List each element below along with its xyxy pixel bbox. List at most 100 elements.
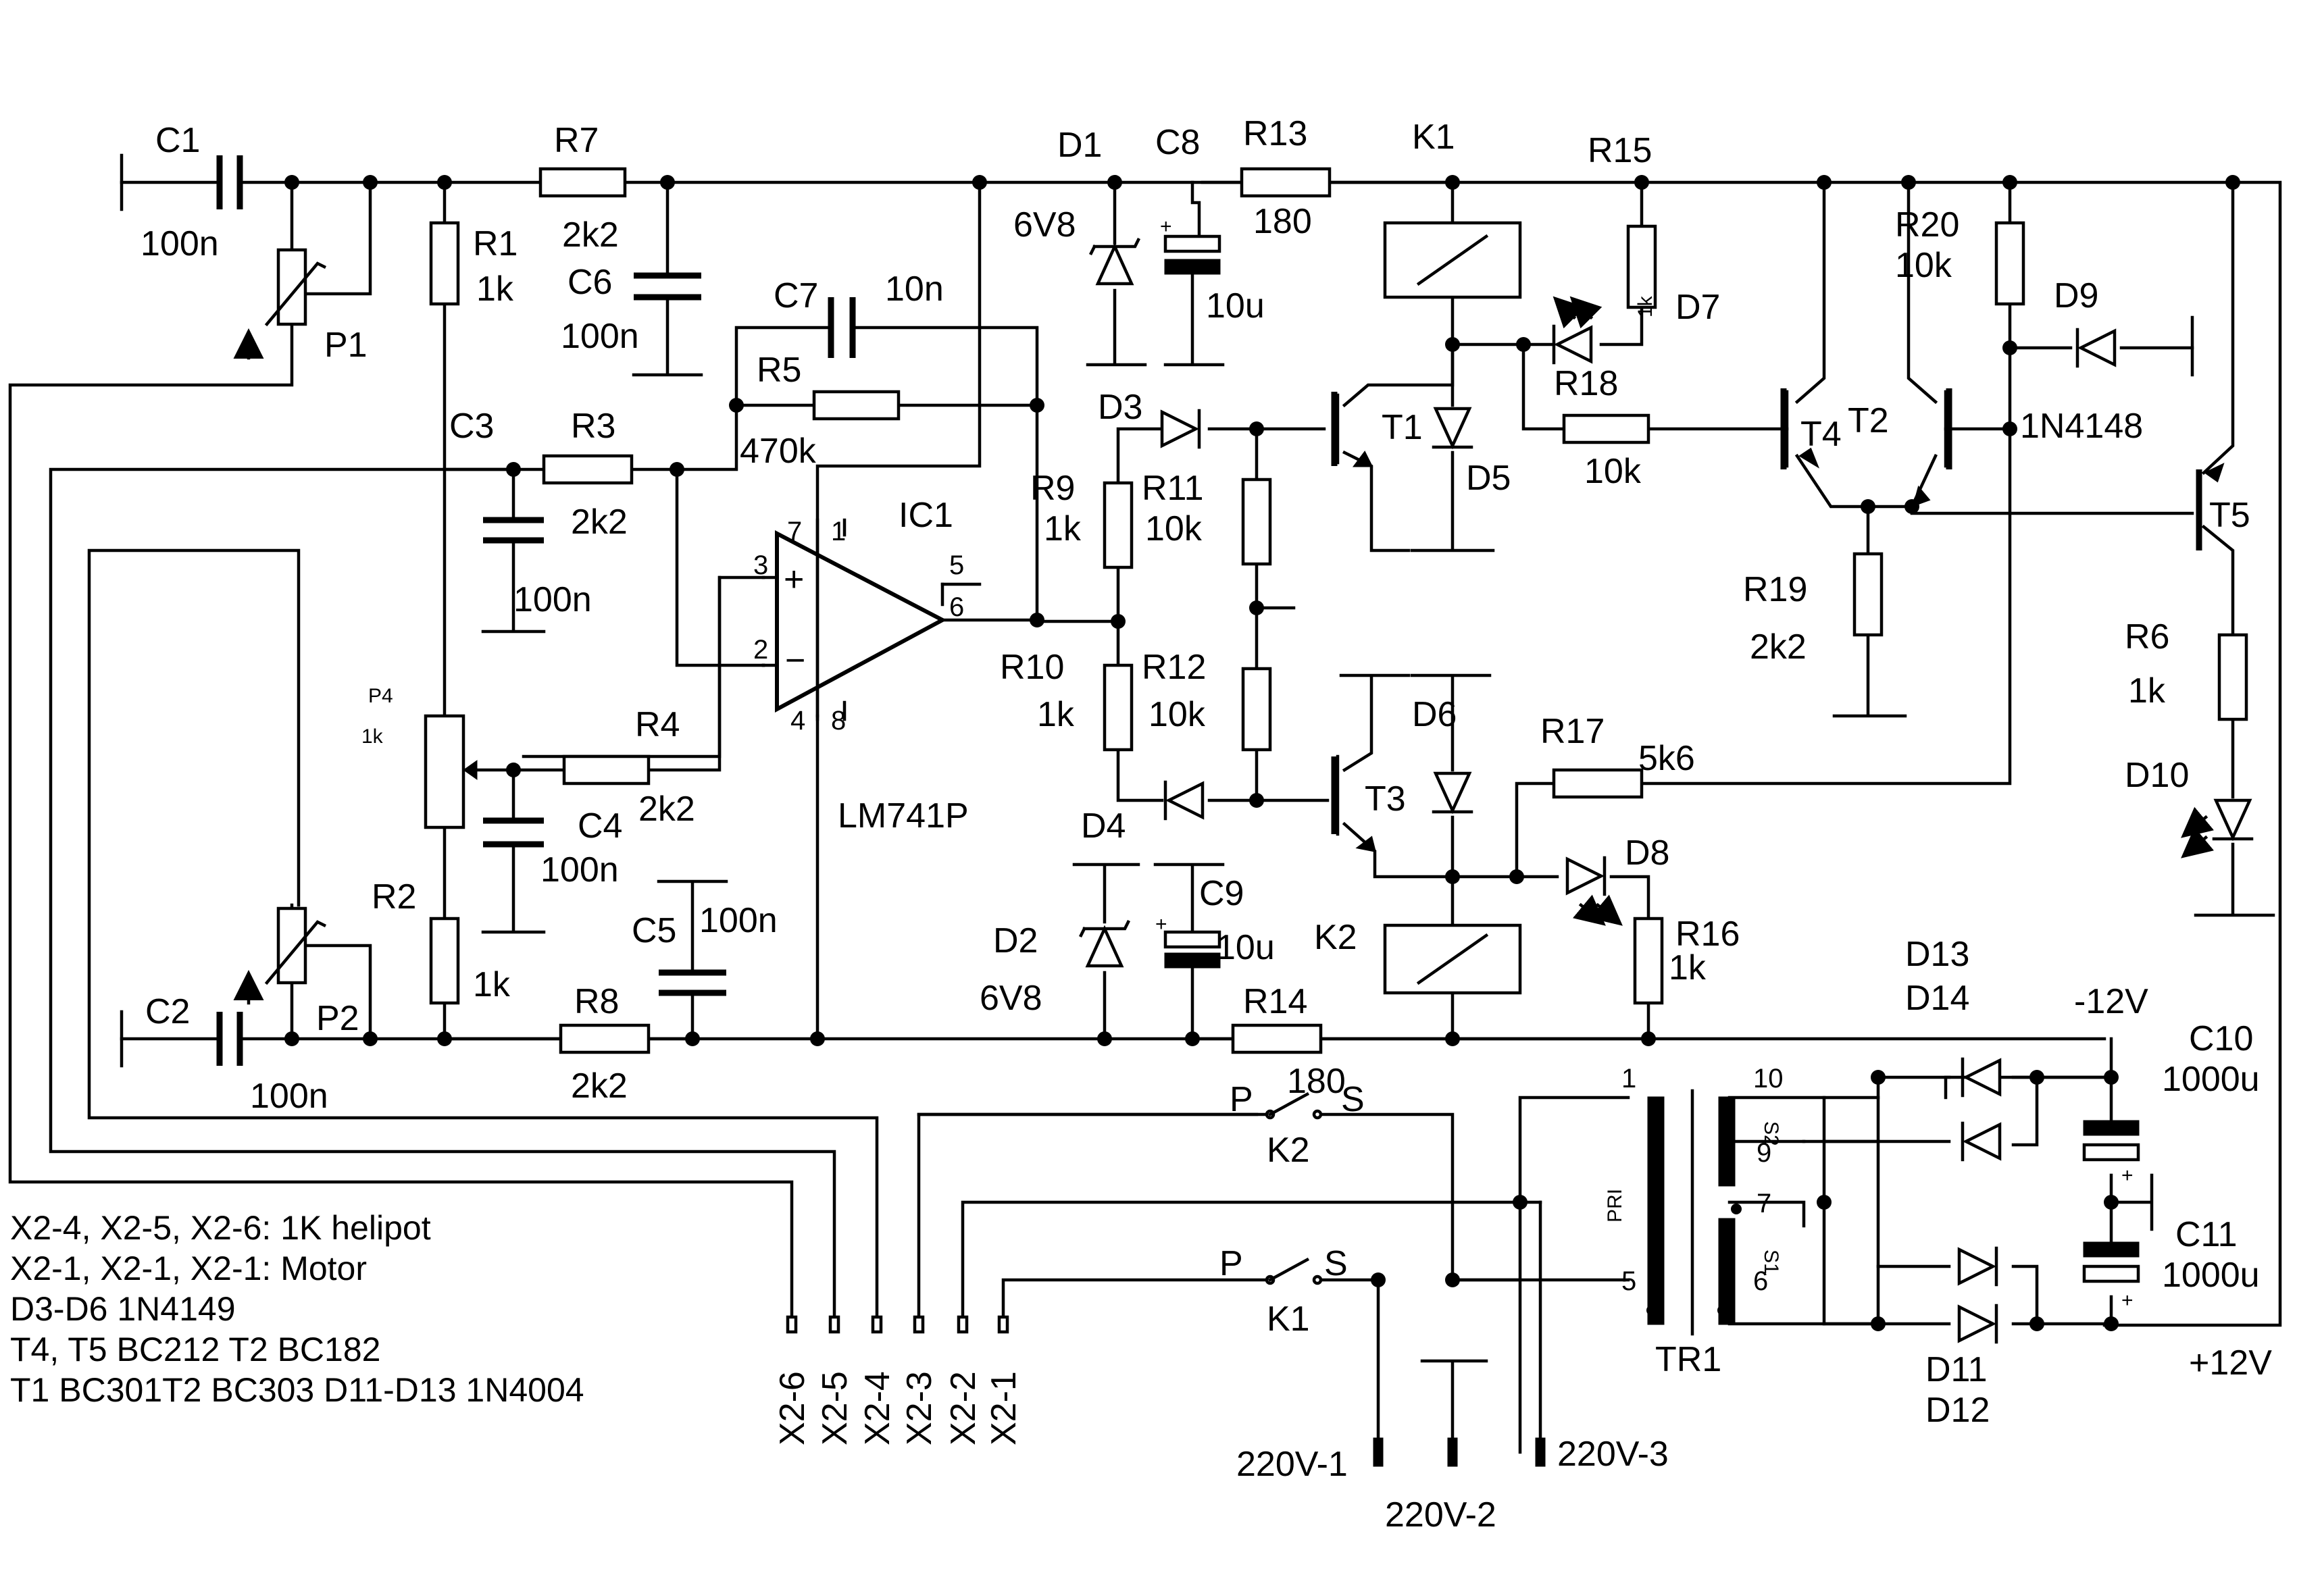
switch-k2-s: S [1341, 1080, 1365, 1119]
pin-2: 2 [753, 635, 768, 665]
capacitor-c6 [634, 272, 701, 301]
diode-d3 [1160, 409, 1201, 449]
label-switch-k1: K1 [1267, 1299, 1310, 1339]
label-r15: R15 [1588, 131, 1652, 170]
potentiometer-p1 [233, 248, 327, 360]
capacitor-c4 [483, 817, 544, 848]
tr1-pri: PRI [1604, 1189, 1626, 1222]
value-c7: 10n [885, 269, 944, 309]
value-r18: 10k [1584, 452, 1642, 491]
value-r10: 1k [1037, 695, 1075, 734]
label-c11: C11 [2175, 1215, 2238, 1254]
value-r7: 2k2 [562, 215, 619, 255]
zener-d2 [1078, 919, 1131, 968]
value-r9: 1k [1044, 509, 1082, 548]
capacitor-c1 [216, 155, 243, 209]
value-c6: 100n [561, 317, 639, 356]
label-r13: R13 [1243, 114, 1307, 153]
tr1-pin-9: 9 [1757, 1138, 1771, 1168]
capacitor-c8: + [1160, 215, 1221, 275]
transistor-t2 [1912, 388, 1952, 507]
label-d14: D14 [1905, 979, 1969, 1018]
label-r4: R4 [635, 705, 680, 744]
potentiometer-p2 [233, 906, 327, 1005]
value-r8: 2k2 [571, 1066, 628, 1106]
tr1-pin-7: 7 [1757, 1189, 1771, 1218]
label-r10: R10 [1000, 648, 1064, 687]
connector-x2-4: X2-4 [858, 1371, 897, 1445]
resistor-r16 [1633, 917, 1664, 1005]
switch-k1-p: P [1219, 1244, 1243, 1283]
value-d2: 6V8 [980, 979, 1042, 1018]
note-3: D3-D6 1N4149 [10, 1290, 236, 1328]
value-r4: 2k2 [638, 790, 695, 829]
note-2: X2-1, X2-1, X2-1: Motor [10, 1250, 367, 1287]
value-r20: 10k [1895, 246, 1952, 285]
connector-x2-5: X2-5 [815, 1371, 855, 1445]
switch-k2 [1265, 1091, 1323, 1120]
resistor-r1 [429, 221, 460, 306]
label-t3: T3 [1365, 779, 1406, 819]
label-r12: R12 [1142, 648, 1206, 687]
resistor-r13 [1240, 167, 1332, 198]
resistor-r10 [1103, 663, 1134, 752]
resistor-r18 [1562, 413, 1650, 444]
tr1-s2: S2 [1760, 1121, 1782, 1146]
resistor-r15 [1626, 224, 1657, 309]
tr1-pin-1: 1 [1621, 1064, 1636, 1093]
pin-8: 8 [831, 706, 846, 736]
label-r1: R1 [473, 224, 518, 263]
value-r11: 10k [1145, 509, 1203, 548]
rail-neg: -12V [2074, 982, 2148, 1021]
label-tr1: TR1 [1655, 1340, 1721, 1379]
label-d2: D2 [993, 921, 1038, 960]
transistors [1331, 388, 2225, 852]
switch-k2-p: P [1230, 1080, 1253, 1119]
label-r2: R2 [372, 877, 416, 917]
value-c2: 100n [250, 1077, 328, 1116]
diodes [1078, 237, 2254, 1344]
led-d8 [1565, 856, 1623, 926]
led-d10 [2181, 798, 2254, 858]
label-d11: D11 [1925, 1350, 1988, 1389]
capacitor-c9: + [1155, 913, 1221, 969]
label-c8: C8 [1155, 123, 1200, 162]
label-r17: R17 [1540, 712, 1605, 751]
label-t1: T1 [1382, 408, 1423, 447]
value-r3: 2k2 [571, 503, 628, 542]
resistor-r7 [538, 167, 627, 198]
label-r6: R6 [2125, 617, 2169, 657]
pin-1: 1 [831, 517, 846, 546]
value-p4: 1k [361, 725, 384, 748]
label-k2: K2 [1314, 918, 1357, 957]
label-d12: D12 [1925, 1391, 1990, 1430]
value-d9: 1N4148 [2020, 407, 2143, 446]
pin-4: 4 [790, 706, 805, 736]
pin-3: 3 [753, 550, 768, 580]
mains-3: 220V-3 [1557, 1435, 1669, 1474]
label-switch-k2: K2 [1267, 1131, 1310, 1170]
value-c9: 10u [1216, 928, 1275, 967]
pin-6: 6 [949, 592, 964, 622]
label-c5: C5 [632, 911, 676, 950]
resistor-r9 [1103, 481, 1134, 569]
value-c3: 100n [513, 580, 592, 619]
label-r3: R3 [571, 407, 615, 446]
value-c5: 100n [699, 901, 778, 940]
label-r20: R20 [1895, 205, 1959, 244]
svg-text:+: + [784, 560, 804, 599]
tr1-pin-5: 5 [1621, 1266, 1636, 1296]
label-d10: D10 [2125, 756, 2189, 795]
svg-text:+: + [2121, 1164, 2134, 1187]
zener-d1 [1088, 237, 1141, 286]
resistor-r14 [1231, 1023, 1323, 1054]
note-4: T4, T5 BC212 T2 BC182 [10, 1331, 380, 1368]
label-d13: D13 [1905, 935, 1969, 974]
transistor-t3 [1331, 756, 1377, 852]
diode-d4 [1163, 780, 1205, 821]
junctions [284, 175, 2240, 1331]
value-r5: 470k [740, 432, 817, 471]
label-r19: R19 [1743, 570, 1807, 609]
connector-x2-2: X2-2 [944, 1371, 983, 1445]
diode-d6 [1432, 771, 1473, 815]
